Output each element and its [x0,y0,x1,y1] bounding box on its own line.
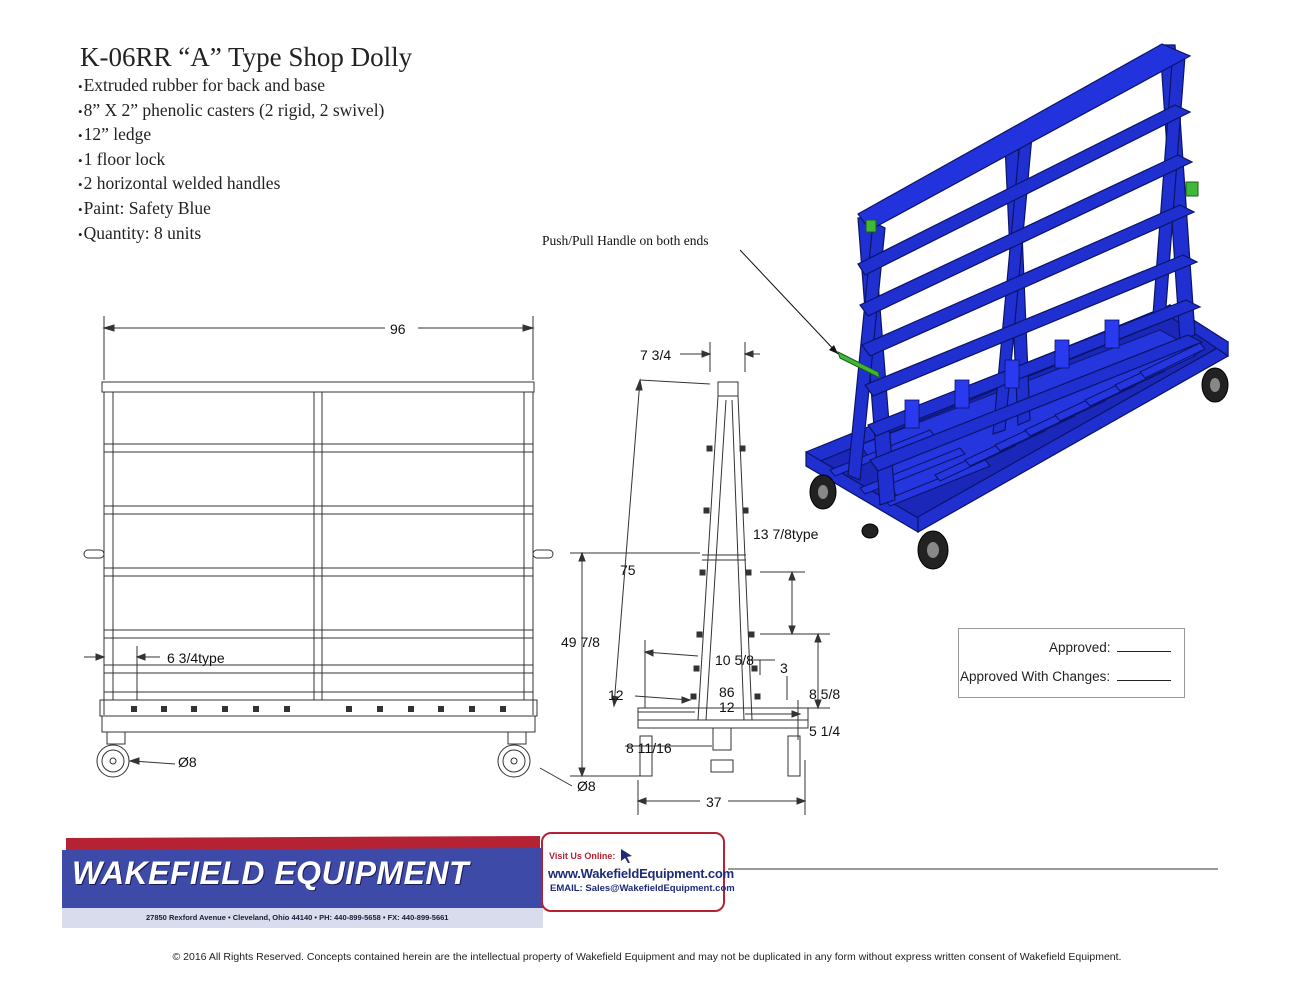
dim-spacing: 6 3/4type [167,650,225,666]
dim-height: 75 [620,562,636,578]
page-title: K-06RR “A” Type Shop Dolly [80,42,413,72]
dim-8-5-8: 8 5/8 [809,686,841,702]
dim-angle: 86 [719,684,735,700]
dim-width: 96 [390,321,406,337]
dim-spacing-side: 13 7/8type [753,526,819,542]
website-link[interactable]: www.WakefieldEquipment.com [548,866,734,881]
approval-box: Approved: Approved With Changes: [958,628,1185,698]
feature-list: Extruded rubber for back and base 8” X 2… [78,74,385,247]
dim-top-width: 7 3/4 [640,347,672,363]
dim-base-width: 10 5/8 [715,652,754,668]
feature-item: 2 horizontal welded handles [78,172,384,197]
company-address: 27850 Rexford Avenue • Cleveland, Ohio 4… [146,913,449,922]
dim-8-11-16: 8 11/16 [626,740,672,756]
email-link[interactable]: EMAIL: Sales@WakefieldEquipment.com [550,883,735,894]
visit-online-badge [541,832,725,912]
feature-item: Quantity: 8 units [78,222,384,247]
visit-label: Visit Us Online: [549,851,616,861]
company-name: WAKEFIELD EQUIPMENT [72,855,470,891]
dim-caster-front: Ø8 [178,754,197,770]
feature-item: 8” X 2” phenolic casters (2 rigid, 2 swi… [78,99,385,124]
feature-item: Paint: Safety Blue [78,197,384,222]
dim-ledge-right: 12 [719,699,735,715]
feature-item: Extruded rubber for back and base [78,74,384,99]
feature-item: 12” ledge [78,123,384,148]
approved-label: Approved: [1049,640,1111,655]
copyright: © 2016 All Rights Reserved. Concepts con… [172,951,1122,963]
dim-5-1-4: 5 1/4 [809,723,841,739]
approved-with-changes-label: Approved With Changes: [960,669,1111,684]
approved-with-changes-line[interactable] [1117,680,1171,681]
dim-caster-side: Ø8 [577,778,596,794]
feature-item: 1 floor lock [78,148,384,173]
cursor-icon [621,849,632,863]
dim-3: 3 [780,660,788,676]
handle-callout: Push/Pull Handle on both ends [542,233,709,248]
dim-ledge-left: 12 [608,687,624,703]
dim-depth: 37 [706,794,722,810]
approved-line[interactable] [1117,651,1171,652]
dim-handle-height: 49 7/8 [561,634,600,650]
